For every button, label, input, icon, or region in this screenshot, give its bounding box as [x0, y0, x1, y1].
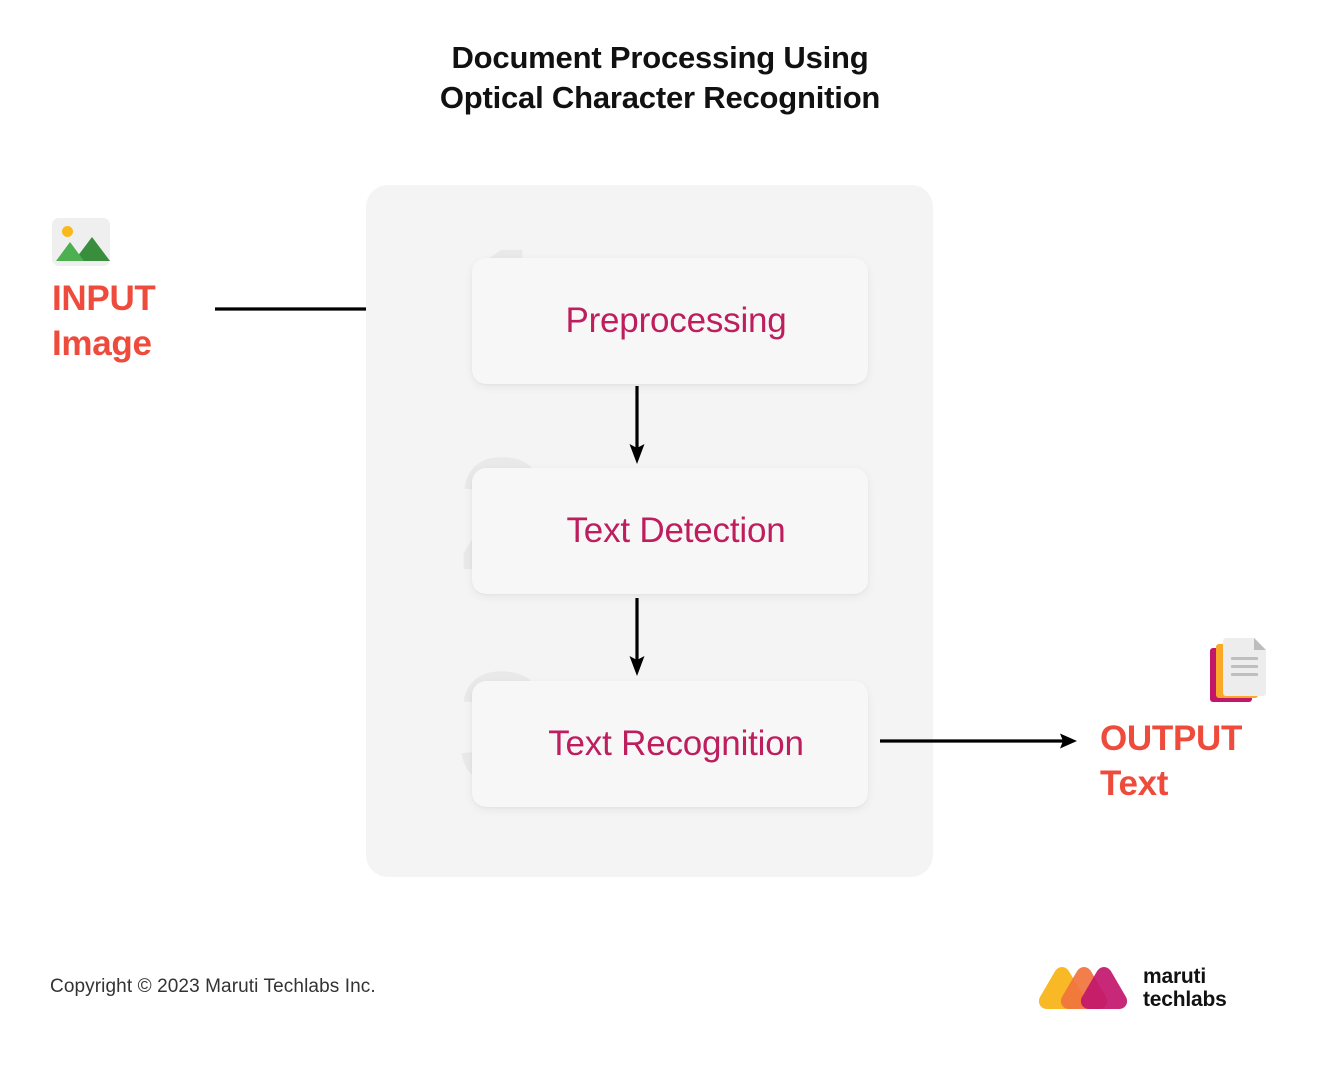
output-label-line-2: Text	[1100, 764, 1169, 803]
output-label-line-1: OUTPUT	[1100, 719, 1243, 758]
output-label: OUTPUT Text	[1100, 716, 1315, 806]
input-label: INPUT Image	[52, 276, 262, 366]
step-card-2[interactable]: Text Detection	[472, 468, 868, 594]
process-step-2[interactable]: 2 Text Detection	[458, 434, 868, 594]
page-title-line-2: Optical Character Recognition	[439, 80, 881, 115]
process-step-1[interactable]: 1 Preprocessing	[463, 225, 868, 385]
maruti-logo-icon	[1039, 962, 1129, 1014]
step-card-3[interactable]: Text Recognition	[472, 681, 868, 807]
document-sheet-front	[1223, 638, 1266, 696]
arrow-step2-to-step3	[629, 598, 645, 676]
step-label-3: Text Recognition	[548, 724, 804, 763]
step-label-1: Preprocessing	[565, 301, 787, 340]
input-block: INPUT Image	[52, 218, 262, 366]
arrow-step3-to-output	[880, 733, 1077, 749]
brand-wordmark: maruti techlabs	[1143, 965, 1227, 1011]
brand-wordmark-line-2: techlabs	[1143, 988, 1227, 1011]
document-text-line-2	[1231, 665, 1258, 668]
page-title: Document Processing Using Optical Charac…	[0, 38, 1320, 118]
page-title-line-1: Document Processing Using	[451, 40, 869, 75]
document-text-line-1	[1231, 657, 1258, 660]
step-label-2: Text Detection	[566, 511, 786, 550]
arrow-step1-to-step2	[629, 386, 645, 464]
process-step-3[interactable]: 3 Text Recognition	[458, 648, 868, 808]
document-text-line-3	[1231, 673, 1258, 676]
output-block: OUTPUT Text	[1100, 638, 1315, 806]
brand-logo: maruti techlabs	[1039, 962, 1227, 1014]
input-label-line-1: INPUT	[52, 279, 156, 318]
document-stack-icon	[1210, 638, 1272, 704]
copyright-text: Copyright © 2023 Maruti Techlabs Inc.	[50, 976, 376, 997]
input-label-line-2: Image	[52, 324, 152, 363]
image-icon	[52, 218, 110, 266]
step-card-1[interactable]: Preprocessing	[472, 258, 868, 384]
image-icon-sun	[62, 226, 73, 237]
brand-wordmark-line-1: maruti	[1143, 965, 1206, 988]
image-icon-mountain-front	[56, 242, 84, 261]
